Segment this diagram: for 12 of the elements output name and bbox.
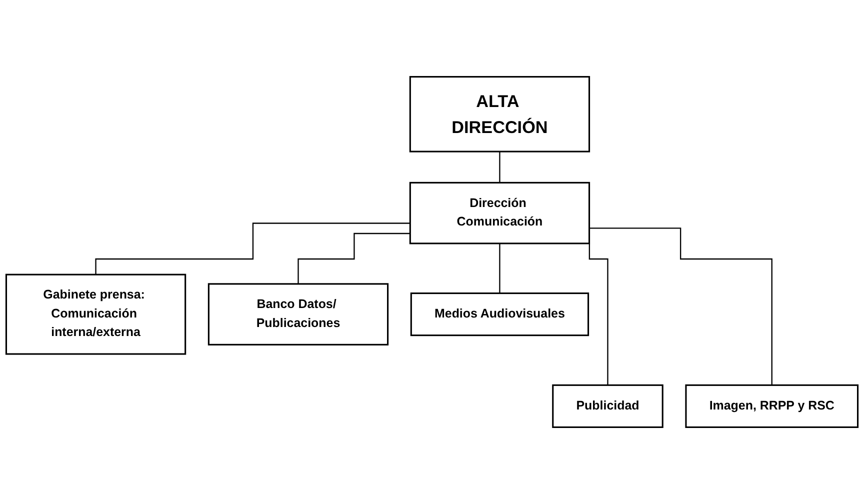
node-box: Publicidad [552,384,664,428]
connector [589,228,772,386]
node-box: ALTA DIRECCIÓN [409,76,590,152]
connector [298,232,410,284]
connector [499,242,500,294]
node-box: Imagen, RRPP y RSC [685,384,859,428]
node-box: Banco Datos/ Publicaciones [208,283,389,346]
connector [95,222,410,276]
connector [499,150,500,184]
node-box: Medios Audiovisuales [410,292,590,336]
node-box: Gabinete prensa: Comunicación interna/externa [5,274,186,355]
node-box: Dirección Comunicación [409,182,590,244]
